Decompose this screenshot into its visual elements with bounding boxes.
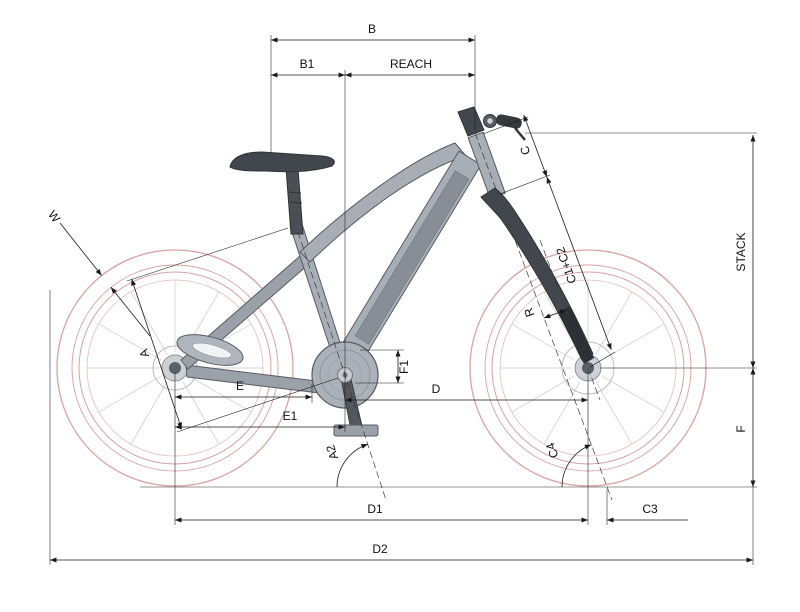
dim-label-e: E (236, 379, 244, 393)
dim-reach: REACH (345, 57, 475, 78)
dim-label-stack: STACK (734, 232, 748, 271)
dim-a: A (131, 278, 182, 430)
dim-label-b: B (368, 22, 376, 36)
dim-d: D (345, 382, 588, 403)
ext-a-bottom (176, 377, 339, 433)
dim-label-d: D (432, 382, 441, 396)
dim-label-f1: F1 (397, 360, 411, 374)
dim-stack: STACK (734, 135, 756, 368)
dimensions: B B1 REACH STACK F C C1+C2 R (45, 22, 756, 563)
extension-lines (49, 35, 757, 565)
dim-e: E (175, 379, 312, 400)
dim-label-d1: D1 (367, 502, 383, 516)
dim-c3: C3 (607, 502, 688, 523)
dropout-plate (176, 334, 244, 366)
ext-c1c2-bottom (589, 351, 616, 368)
dim-a2: A2 (323, 443, 369, 488)
dropout-plate-cutout (192, 342, 232, 359)
steering-axis-dashed (474, 132, 613, 501)
fork-lower-leg (558, 306, 594, 364)
dim-label-c4: C4 (543, 440, 562, 460)
head-tube (467, 131, 506, 200)
dim-label-reach: REACH (390, 57, 432, 71)
dim-label-w: W (45, 208, 63, 226)
dim-e1: E1 (175, 409, 345, 430)
stem (457, 106, 485, 137)
headlight-lens (487, 118, 493, 124)
dim-label-d2: D2 (372, 542, 388, 556)
top-tube (299, 142, 467, 263)
bike-frame (169, 106, 594, 437)
dim-f1: F1 (395, 350, 411, 383)
seat-axis-dashed (297, 231, 387, 501)
dim-label-c3: C3 (642, 502, 658, 516)
dim-label-a2: A2 (323, 443, 341, 462)
seat-post (285, 167, 304, 235)
seat-post-rings (288, 191, 303, 204)
dim-label-f: F (734, 425, 748, 432)
dim-label-e1: E1 (283, 409, 298, 423)
dim-d2: D2 (50, 542, 753, 563)
ext-c-top (482, 116, 529, 135)
dim-label-c: C (517, 144, 533, 157)
dim-w: W (45, 208, 151, 337)
dim-b: B (271, 22, 475, 43)
dim-b1: B1 (271, 57, 345, 78)
ext-c-bottom (499, 174, 551, 195)
battery-cover (354, 170, 470, 345)
dim-c4: C4 (543, 440, 592, 488)
handlebar-grip (495, 114, 522, 129)
saddle (229, 151, 335, 173)
dim-label-b1: B1 (300, 57, 315, 71)
ext-a-top (126, 227, 289, 282)
brake-lever (514, 127, 526, 141)
dim-label-a: A (136, 347, 152, 359)
dim-d1: D1 (175, 502, 588, 523)
dim-f: F (734, 368, 756, 487)
